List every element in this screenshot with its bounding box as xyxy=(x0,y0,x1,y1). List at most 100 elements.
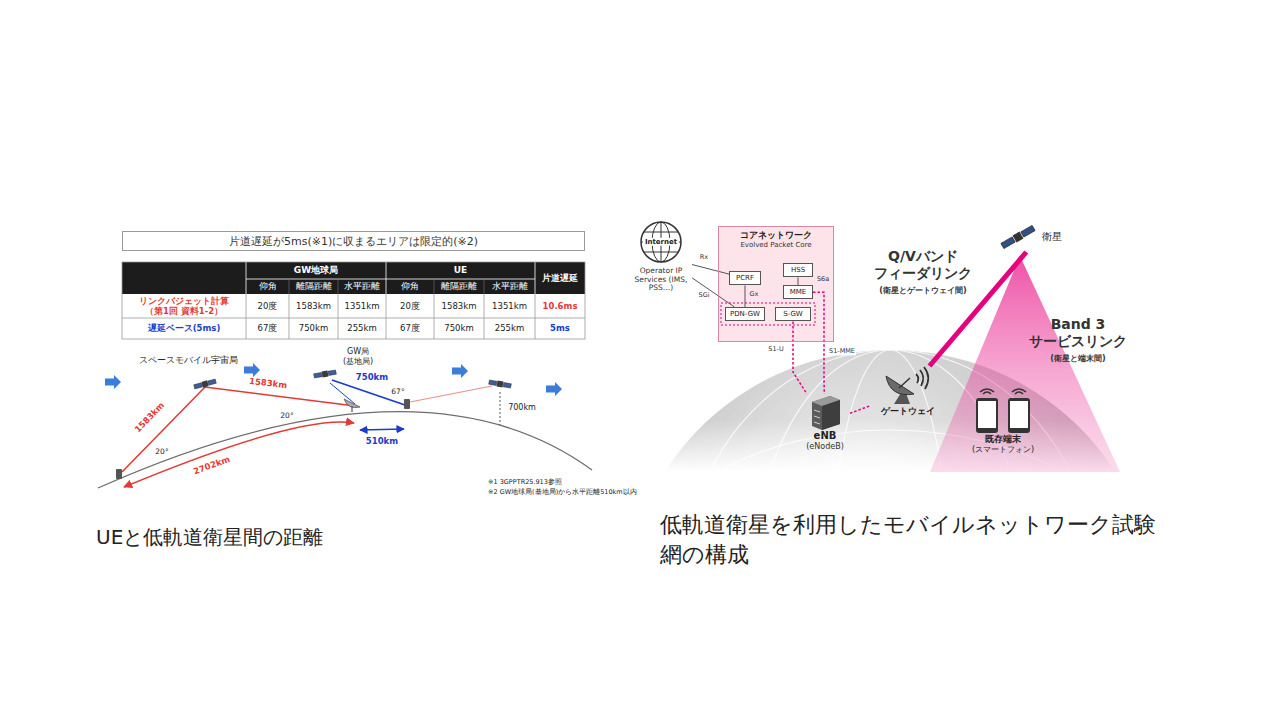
gateway-group-outline xyxy=(721,303,815,325)
orbit-arrow xyxy=(546,382,562,396)
delay-table xyxy=(122,262,585,339)
grid-line xyxy=(122,318,585,319)
node-text: コアネットワーク xyxy=(719,230,833,241)
satellite-label: スペースモバイル宇宙局 xyxy=(138,355,238,366)
sat-icon xyxy=(998,222,1038,252)
link-label: Band 3 サービスリンク xyxy=(1024,314,1132,352)
table-row-label: リンクバジェット計算 （第1回 資料1-2） xyxy=(122,295,246,318)
node-text: PDN-GW xyxy=(729,310,761,318)
node-text: 既存端末 xyxy=(958,434,1048,445)
distance-label: 510km xyxy=(362,437,402,447)
grid-line xyxy=(246,262,247,294)
grid-line xyxy=(338,294,339,339)
table-cell: 20度 xyxy=(386,295,434,318)
table-subheader: 仰角 xyxy=(386,279,434,294)
interface-label: Gx xyxy=(749,291,760,298)
table-subheader: 水平距離 xyxy=(484,279,535,294)
node-text: HSS xyxy=(787,266,809,274)
table-subheader: 水平距離 xyxy=(338,279,386,294)
enodeb-node: eNB(eNodeB) xyxy=(800,394,850,452)
angle-label: 20° xyxy=(152,447,172,457)
core-network-fill xyxy=(718,226,834,342)
table-cell: 750km xyxy=(289,318,338,339)
grid-line xyxy=(434,279,435,294)
satellite-icon xyxy=(193,378,216,390)
grid-line xyxy=(386,262,387,294)
node-text: S-GW xyxy=(779,310,807,318)
table-cell: 67度 xyxy=(246,318,289,339)
grid-line xyxy=(289,279,290,294)
heading-box: 片道遅延が5ms(※1)に収まるエリアは限定的(※2) xyxy=(122,231,585,251)
node-text: eNB xyxy=(800,430,850,442)
server-symbol xyxy=(808,394,842,430)
distance-label: 750km xyxy=(352,373,392,383)
interface-label: Rx xyxy=(699,254,709,261)
dish-symbol xyxy=(880,366,936,406)
node-text: Internet xyxy=(643,238,679,246)
interface-line xyxy=(798,277,799,285)
grid-line xyxy=(535,262,536,294)
grid-line xyxy=(338,279,339,294)
table-subheader: 離隔距離 xyxy=(434,279,484,294)
s-gw-box: S-GW xyxy=(775,307,811,321)
table-border xyxy=(122,262,585,339)
table-subheader: 仰角 xyxy=(246,279,289,294)
node-text: 衛星 xyxy=(1042,230,1062,244)
caption: UEと低軌道衛星間の距離 xyxy=(96,522,516,552)
link-label: Q/Vバンド フィーダリンク xyxy=(866,246,980,284)
ground-distance-arrow xyxy=(124,422,354,487)
table-body-lines xyxy=(122,262,585,339)
table-header-fill xyxy=(122,262,585,294)
core-network-box: コアネットワークEvolved Packet CorePCRF HSS MME PDN… xyxy=(718,226,834,342)
grid-line xyxy=(246,279,535,280)
ue-phone-icon xyxy=(116,469,122,479)
table-cell: 1351km xyxy=(484,295,535,318)
internet-node: InternetOperator IP Services (IMS, PSS…) xyxy=(630,220,692,293)
orbit-diagram xyxy=(98,363,592,488)
s1-link-line xyxy=(813,292,824,394)
satellite-icon xyxy=(314,369,337,379)
orbit-arrow xyxy=(105,375,121,389)
grid-line xyxy=(535,294,536,339)
node-text: (スマートフォン) xyxy=(958,445,1048,455)
node-text: Operator IP Services (IMS, PSS…) xyxy=(630,267,692,293)
interface-label: S1-MME xyxy=(828,348,856,355)
backhaul-line xyxy=(850,406,870,414)
satellite-node: 衛星 xyxy=(998,222,1080,252)
node-text: ゲートウェイ xyxy=(870,406,946,417)
table-cell: 1583km xyxy=(434,295,484,318)
table-subheader-lines xyxy=(289,279,484,294)
angle-label: 67° xyxy=(388,387,408,397)
table-cell: 5ms xyxy=(535,318,585,339)
satellite-icon xyxy=(489,379,512,389)
footnote: ※1 3GPPTR25.913参照 xyxy=(488,478,658,487)
link-note: (衛星と端末間) xyxy=(1024,353,1132,364)
table-subheader: 離隔距離 xyxy=(289,279,338,294)
table-row-label: 遅延ベース(5ms) xyxy=(122,318,246,339)
grid-line xyxy=(246,294,247,339)
table-cell: 10.6ms xyxy=(535,295,585,318)
gw-dish-stand xyxy=(351,406,352,412)
distance-label: 1583km xyxy=(129,397,171,440)
node-text: 片道遅延が5ms(※1)に収まるエリアは限定的(※2) xyxy=(229,234,478,249)
node-text: PCRF xyxy=(733,274,757,282)
table-cell: 20度 xyxy=(246,295,289,318)
phones-icon xyxy=(958,388,1048,434)
interface-label: S1-U xyxy=(767,346,784,353)
interface-label: S6a xyxy=(816,276,830,283)
orbit-arrow xyxy=(452,364,468,378)
altitude-line xyxy=(500,392,501,425)
gateway-node: ゲートウェイ xyxy=(870,366,946,417)
grid-line xyxy=(484,279,485,294)
grid-line xyxy=(386,294,387,339)
node-text: Evolved Packet Core xyxy=(719,241,833,249)
node-text: MME xyxy=(787,288,809,296)
station-label: GW局 (基地局) xyxy=(336,345,380,369)
s1-link-line xyxy=(793,321,807,394)
table-header: UE xyxy=(386,262,535,279)
footnote: ※2 GW地球局(基地局)から水平距離510km以内 xyxy=(488,488,668,497)
table-header: 片道遅延 xyxy=(535,262,585,294)
earth-surface xyxy=(98,412,592,488)
dish-icon xyxy=(870,366,946,406)
